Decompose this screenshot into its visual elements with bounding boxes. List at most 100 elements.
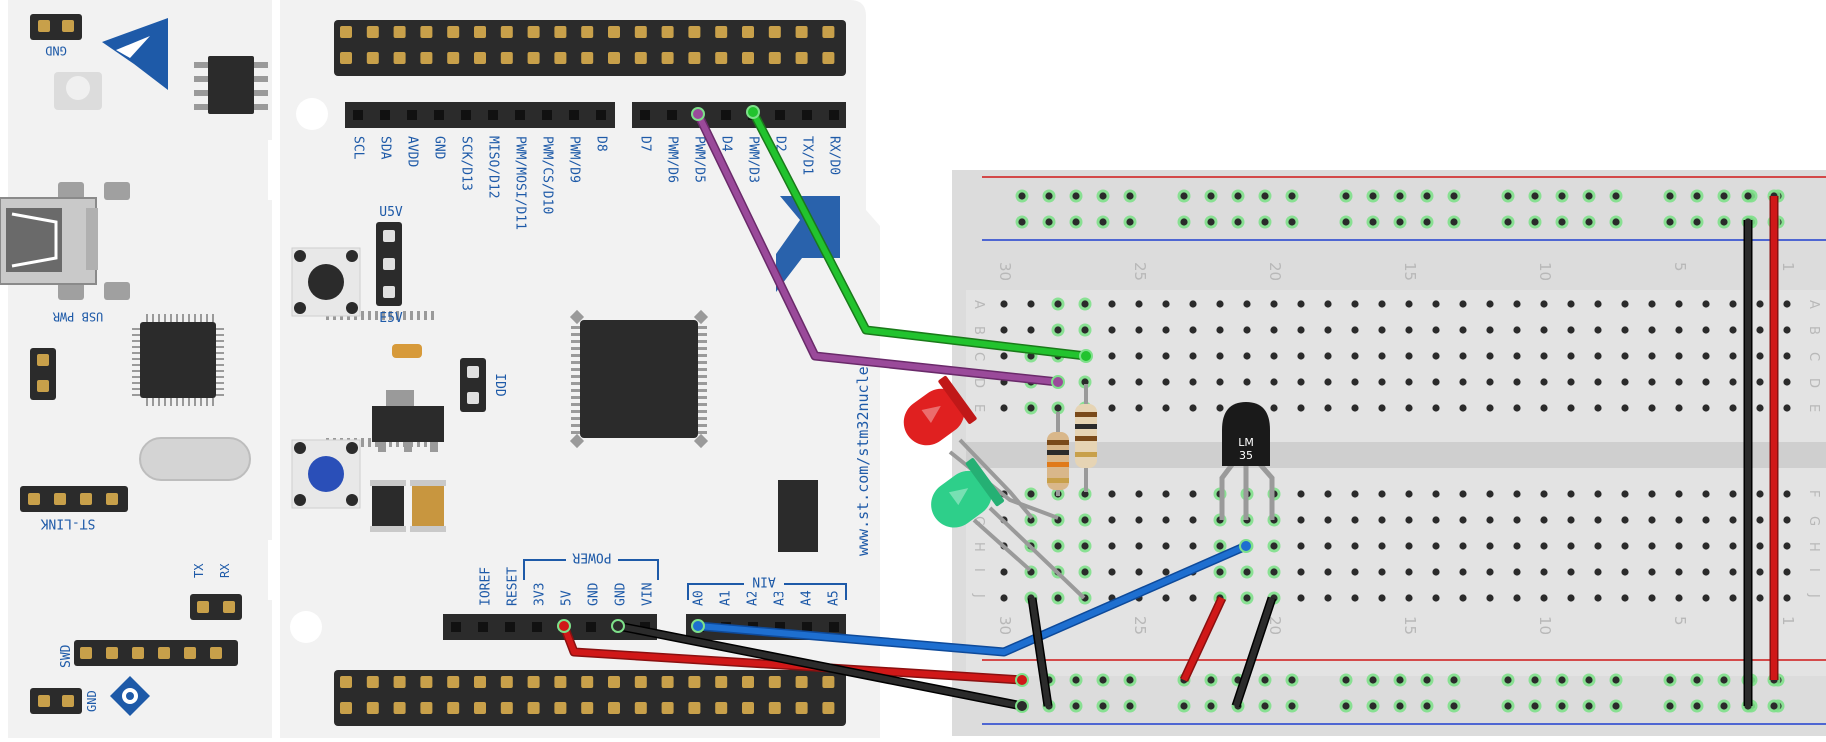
breadboard-hole — [1432, 490, 1440, 498]
breadboard-hole — [1288, 676, 1296, 684]
breadboard-hole — [1612, 192, 1620, 200]
breadboard-hole — [1540, 404, 1548, 412]
breadboard-hole — [1000, 352, 1008, 360]
breadboard-hole — [1297, 300, 1305, 308]
breadboard-hole — [1648, 404, 1656, 412]
breadboard-hole — [1486, 326, 1494, 334]
morpho-pin — [366, 52, 379, 64]
breadboard-hole — [1540, 326, 1548, 334]
breadboard-hole — [1783, 542, 1791, 550]
breadboard-hole — [1108, 568, 1116, 576]
breadboard-hole — [1504, 192, 1512, 200]
breadboard-hole — [1000, 326, 1008, 334]
breadboard-hole — [1567, 300, 1575, 308]
lm35-sensor: LM 35 — [1222, 402, 1270, 466]
breadboard-hole — [1744, 192, 1752, 200]
header-pin-label: AVDD — [405, 136, 420, 167]
breadboard-hole — [1135, 490, 1143, 498]
idd-label: IDD — [492, 373, 507, 397]
wire-black-jumper-1 — [1029, 597, 1051, 707]
breadboard-hole — [1486, 568, 1494, 576]
morpho-pin — [661, 702, 674, 714]
header-pin — [829, 622, 839, 632]
breadboard-hole — [1405, 594, 1413, 602]
breadboard-hole — [1297, 352, 1305, 360]
tx-label: TX — [192, 563, 206, 578]
user-button-cap[interactable] — [308, 456, 344, 492]
breadboard-hole — [1189, 326, 1197, 334]
breadboard-hole — [1693, 676, 1701, 684]
reset-button[interactable] — [291, 247, 361, 317]
breadboard-hole — [1459, 300, 1467, 308]
breadboard-hole — [1612, 218, 1620, 226]
breadboard-hole — [1648, 326, 1656, 334]
column-number: 15 — [1401, 616, 1419, 635]
breadboard-hole — [1648, 378, 1656, 386]
breadboard-hole — [1270, 568, 1278, 576]
breadboard-hole — [1459, 326, 1467, 334]
breadboard-hole — [1720, 676, 1728, 684]
st-logo-small-icon — [102, 18, 168, 90]
breadboard-hole — [1216, 378, 1224, 386]
morpho-pin — [554, 52, 567, 64]
morpho-pin — [447, 676, 460, 688]
breadboard-hole — [1261, 702, 1269, 710]
breadboard-hole — [1756, 568, 1764, 576]
power-pin-label: GND — [614, 582, 629, 606]
breadboard-hole — [1675, 490, 1683, 498]
header-pin-label: MISO/D12 — [486, 136, 501, 199]
breadboard-hole — [1729, 326, 1737, 334]
morpho-pin — [393, 702, 406, 714]
breadboard-hole — [1594, 594, 1602, 602]
breadboard-hole — [1459, 542, 1467, 550]
breadboard-hole — [1297, 594, 1305, 602]
morpho-header-top — [334, 20, 846, 76]
breadboard-hole — [1621, 568, 1629, 576]
breadboard-hole — [1513, 326, 1521, 334]
breadboard-hole — [1756, 352, 1764, 360]
morpho-pin — [527, 52, 540, 64]
reset-button-cap[interactable] — [308, 264, 344, 300]
breadboard-hole — [1513, 404, 1521, 412]
breadboard-hole — [1108, 542, 1116, 550]
morpho-pin — [661, 52, 674, 64]
breadboard-hole — [1459, 378, 1467, 386]
morpho-pin — [420, 26, 433, 38]
breadboard-hole — [1540, 490, 1548, 498]
breadboard-hole — [1081, 378, 1089, 386]
breadboard-hole — [1027, 326, 1035, 334]
breadboard-hole — [1567, 516, 1575, 524]
breadboard-hole — [1585, 218, 1593, 226]
power-pin-label: 3V3 — [533, 583, 548, 606]
morpho-pin — [366, 702, 379, 714]
breadboard-hole — [1000, 568, 1008, 576]
wire-black-gnd — [617, 623, 1023, 709]
header-pin — [532, 622, 542, 632]
user-button[interactable] — [291, 439, 361, 509]
breadboard-hole — [1369, 676, 1377, 684]
capacitors — [370, 480, 446, 532]
red-led — [903, 375, 977, 446]
row-letter: I — [971, 568, 986, 572]
header-pin-label: SDA — [378, 136, 393, 160]
breadboard-hole — [1729, 490, 1737, 498]
column-number: 10 — [1536, 616, 1554, 635]
column-number: 5 — [1671, 262, 1689, 272]
wire-endpoint — [691, 107, 705, 121]
breadboard-hole — [1648, 300, 1656, 308]
row-letter: F — [1806, 490, 1821, 497]
row-letter: A — [971, 300, 986, 309]
breadboard-hole — [1702, 326, 1710, 334]
header-pin — [542, 110, 552, 120]
header-pin-label: PWM/MOSI/D11 — [513, 136, 528, 230]
breadboard-hole — [1216, 352, 1224, 360]
lm35-label-line2: 35 — [1239, 449, 1253, 462]
breadboard-hole — [1720, 192, 1728, 200]
breadboard-hole — [1351, 326, 1359, 334]
breadboard-hole — [1189, 404, 1197, 412]
column-number: 30 — [996, 262, 1014, 281]
header-pin-label: SCK/D13 — [459, 136, 474, 191]
breadboard-hole — [1162, 568, 1170, 576]
